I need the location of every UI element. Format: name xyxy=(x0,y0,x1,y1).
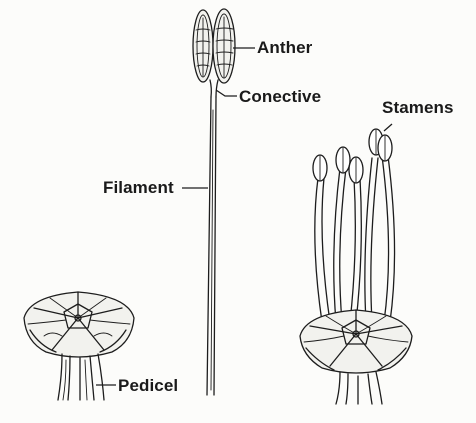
conective-drawing xyxy=(210,80,218,97)
conective-leader xyxy=(216,90,237,96)
single-stamen-drawing xyxy=(193,9,235,395)
filament-label: Filament xyxy=(103,179,174,196)
pedicel-label: Pedicel xyxy=(118,377,178,394)
stamens-flower-drawing xyxy=(300,129,412,404)
stamens-leader xyxy=(384,124,392,131)
anther-label: Anther xyxy=(257,39,312,56)
conective-label: Conective xyxy=(239,88,321,105)
anther-drawing xyxy=(193,9,235,83)
stamens-label: Stamens xyxy=(382,99,454,116)
